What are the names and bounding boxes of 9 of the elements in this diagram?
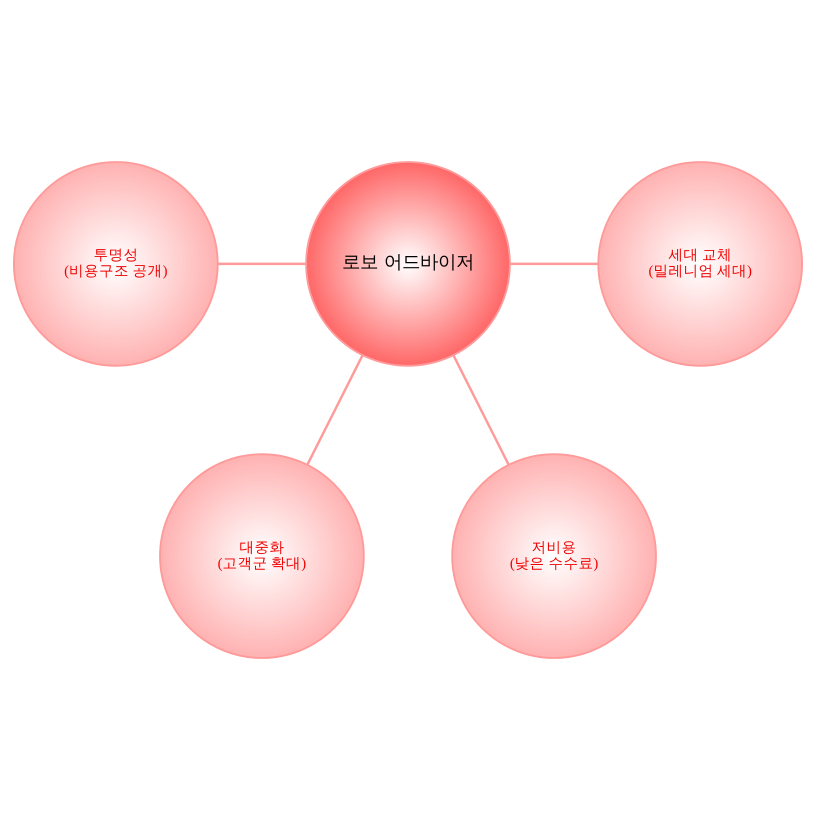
node-circle: 세대 교체 (밀레니엄 세대) [596, 161, 802, 367]
node-circle: 대중화 (고객군 확대) [158, 453, 364, 659]
connector [306, 354, 364, 466]
connector [452, 354, 510, 466]
connector [217, 262, 306, 266]
node-circle: 투명성 (비용구조 공개) [12, 161, 218, 367]
connector [510, 262, 598, 266]
node-circle: 저비용 (낮은 수수료) [450, 453, 656, 659]
node-circle: 로보 어드바이저 [304, 161, 510, 367]
